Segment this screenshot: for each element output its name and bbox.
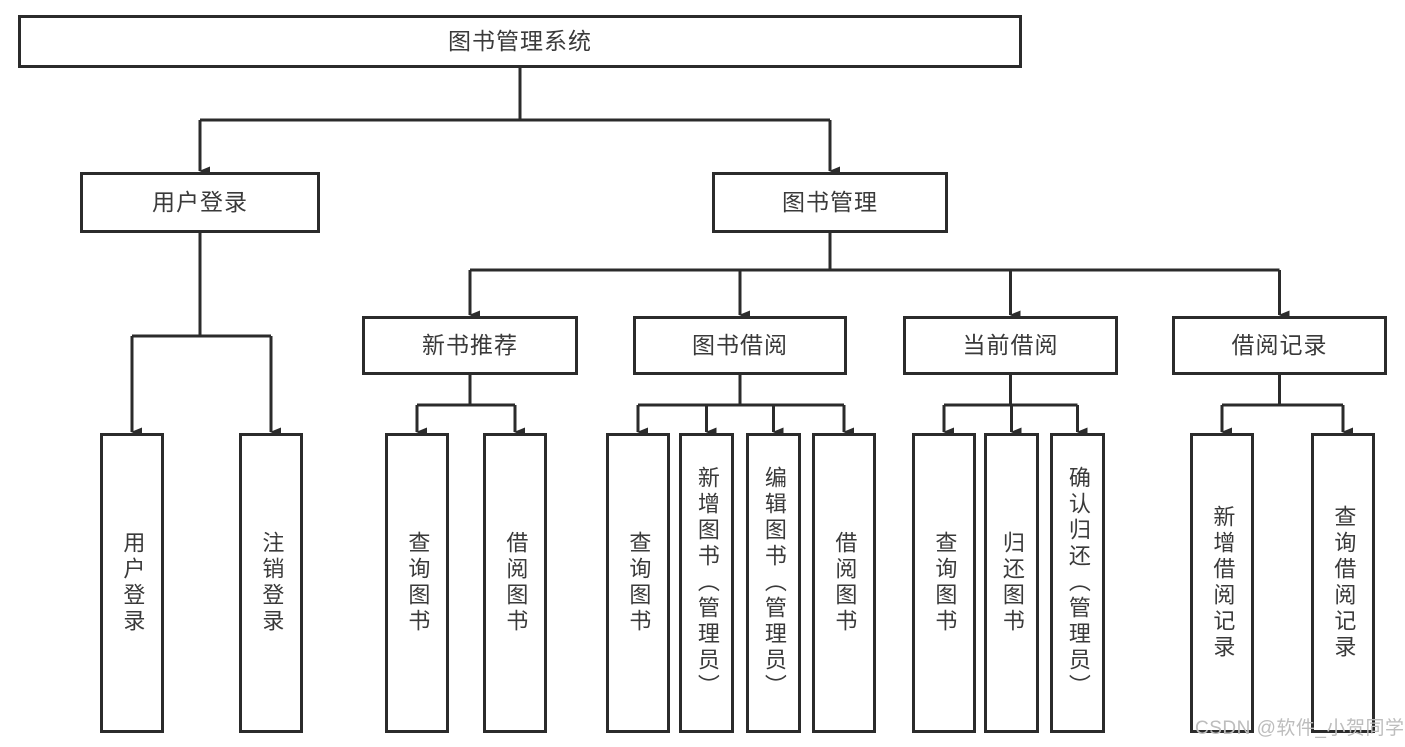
node-new-book-recommend-label: 新书推荐 [422,331,518,358]
node-current-borrow-label: 当前借阅 [962,331,1059,358]
leaf-borrow-book-label: 借阅图书 [832,531,858,635]
leaf-edit-book-admin-label: 编辑图书（管理员） [761,466,787,700]
node-current-borrow[interactable]: 当前借阅 [903,316,1118,375]
leaf-query-book-recommend-label: 查询图书 [405,531,431,635]
leaf-user-login[interactable]: 用户登录 [100,433,164,733]
leaf-query-book-recommend[interactable]: 查询图书 [385,433,449,733]
leaf-query-borrow-record[interactable]: 查询借阅记录 [1311,433,1375,733]
leaf-return-book-label: 归还图书 [999,531,1025,635]
node-borrow-record-label: 借阅记录 [1231,331,1328,358]
node-root-label: 图书管理系统 [448,27,592,54]
node-new-book-recommend[interactable]: 新书推荐 [362,316,578,375]
leaf-borrow-book-recommend-label: 借阅图书 [503,531,529,635]
leaf-add-book-admin[interactable]: 新增图书（管理员） [679,433,734,733]
node-user-login-label: 用户登录 [152,188,248,215]
leaf-borrow-book-recommend[interactable]: 借阅图书 [483,433,547,733]
leaf-user-logout-label: 注销登录 [259,531,285,635]
leaf-add-book-admin-label: 新增图书（管理员） [694,466,720,700]
leaf-add-borrow-record[interactable]: 新增借阅记录 [1190,433,1254,733]
leaf-query-book-current[interactable]: 查询图书 [912,433,976,733]
leaf-return-book[interactable]: 归还图书 [984,433,1039,733]
leaf-query-book-borrow[interactable]: 查询图书 [606,433,670,733]
leaf-confirm-return-admin[interactable]: 确认归还（管理员） [1050,433,1105,733]
leaf-user-login-label: 用户登录 [120,531,146,635]
csdn-watermark: CSDN @软件_小贺同学 [1195,718,1405,739]
leaf-query-book-borrow-label: 查询图书 [626,531,652,635]
node-borrow-record[interactable]: 借阅记录 [1172,316,1387,375]
node-root[interactable]: 图书管理系统 [18,15,1022,68]
node-book-manage-label: 图书管理 [782,188,878,215]
node-user-login[interactable]: 用户登录 [80,172,320,233]
leaf-edit-book-admin[interactable]: 编辑图书（管理员） [746,433,801,733]
node-book-borrow-label: 图书借阅 [692,331,788,358]
leaf-user-logout[interactable]: 注销登录 [239,433,303,733]
leaf-confirm-return-admin-label: 确认归还（管理员） [1065,466,1091,700]
node-book-manage[interactable]: 图书管理 [712,172,948,233]
leaf-query-book-current-label: 查询图书 [932,531,958,635]
leaf-query-borrow-record-label: 查询借阅记录 [1331,505,1357,661]
leaf-add-borrow-record-label: 新增借阅记录 [1210,505,1236,661]
leaf-borrow-book[interactable]: 借阅图书 [812,433,876,733]
node-book-borrow[interactable]: 图书借阅 [633,316,847,375]
